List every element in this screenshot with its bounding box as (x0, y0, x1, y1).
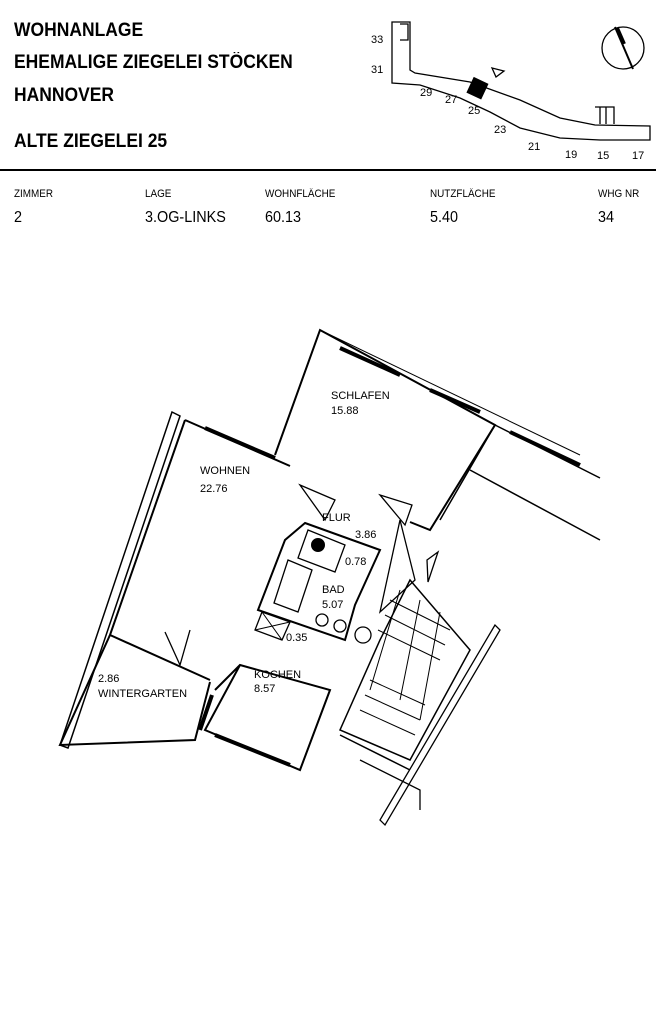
header-line-2: EHEMALIGE ZIEGELEI STÖCKEN (14, 52, 293, 73)
house-number: 23 (494, 124, 506, 136)
header-line-3: HANNOVER (14, 85, 115, 106)
room-name-schlafen: SCHLAFEN (331, 390, 390, 402)
room-name-wintergarten: WINTERGARTEN (98, 688, 187, 700)
address-title: ALTE ZIEGELEI 25 (14, 131, 168, 152)
house-number: 17 (632, 150, 644, 162)
room-name-flur: FLUR (322, 512, 351, 524)
house-number: 33 (371, 34, 383, 46)
wohnflaeche-value: 60.13 (265, 209, 302, 226)
house-number: 27 (445, 94, 457, 106)
wohnflaeche-label: WOHNFLÄCHE (265, 188, 336, 200)
lage-value: 3.OG-LINKS (145, 209, 226, 226)
room-area-kochen: 8.57 (254, 683, 275, 695)
whg-nr-label: WHG NR (598, 188, 640, 200)
zimmer-value: 2 (14, 209, 23, 226)
room-area-schacht: 0.35 (286, 632, 307, 644)
room-name-bad: BAD (322, 584, 345, 596)
nutzflaeche-label: NUTZFLÄCHE (430, 188, 496, 200)
house-number: 29 (420, 87, 432, 99)
zimmer-label: ZIMMER (14, 188, 54, 200)
whg-nr-value: 34 (598, 209, 615, 226)
highlighted-building (466, 76, 489, 100)
site-plan (391, 21, 651, 141)
room-area-wintergarten: 2.86 (98, 673, 119, 685)
room-name-kochen: KOCHEN (254, 669, 301, 681)
house-number: 21 (528, 141, 540, 153)
house-number: 19 (565, 149, 577, 161)
house-number: 31 (371, 64, 383, 76)
house-number: 15 (597, 150, 609, 162)
floor-plan (58, 328, 601, 827)
room-area-schlafen: 15.88 (331, 405, 359, 417)
header-divider (0, 169, 656, 171)
house-number: 25 (468, 105, 480, 117)
north-arrow-icon (601, 26, 645, 70)
room-name-wohnen: WOHNEN (200, 465, 250, 477)
room-area-bad: 5.07 (322, 599, 343, 611)
header-line-1: WOHNANLAGE (14, 20, 144, 41)
lage-label: LAGE (145, 188, 172, 200)
room-area-abstell: 0.78 (345, 556, 366, 568)
room-area-flur: 3.86 (355, 529, 376, 541)
nutzflaeche-value: 5.40 (430, 209, 459, 226)
room-area-wohnen: 22.76 (200, 483, 228, 495)
